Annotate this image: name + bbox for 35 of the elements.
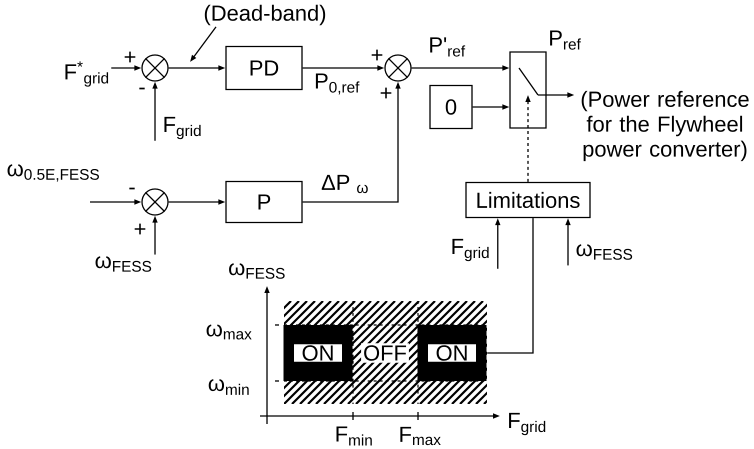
signal-label: P$_{ref}$: [550, 30, 581, 50]
axis-label: F$_{max}$: [400, 426, 441, 446]
edge-label: P'$_{ref}$: [427, 36, 467, 58]
sign-label: -: [129, 188, 135, 190]
signal-text: F$_{grid}$: [164, 116, 201, 140]
block-box: P: [225, 180, 303, 224]
summing-junction: [141, 54, 169, 82]
sign-label: +: [380, 88, 392, 98]
sign-label: +: [372, 50, 382, 60]
axis-label: F$_{grid}$: [509, 412, 546, 436]
sign-label: +: [124, 52, 136, 62]
sign-label: +: [134, 224, 146, 234]
signal-text: F$^{*}$grid: [65, 61, 108, 87]
signal-text: ω$_{FESS}$: [96, 256, 152, 272]
signal-text: ω$_{0.5E,FESS}$: [8, 164, 99, 182]
signal-text: ω$_{FESS}$: [576, 244, 632, 260]
block-box: PD: [225, 46, 303, 90]
block-box: Limitations: [465, 182, 591, 218]
signal-text: (Power reference for the Flywheel power converter): [582, 90, 749, 162]
axis-label: F$_{min}$: [336, 426, 372, 446]
summing-junction: [384, 54, 412, 82]
edge-label: P$_{0,ref}$: [313, 72, 361, 96]
axis-label: ω$_{FESS}$: [229, 263, 285, 279]
summing-junction: [141, 188, 169, 216]
on-region: ON: [284, 325, 352, 381]
on-region: ON: [418, 325, 486, 381]
block-box: 0: [429, 84, 473, 130]
edge-label: ΔP $_{ω}$: [320, 174, 370, 194]
axis-label: ω$_{max}$: [206, 324, 252, 340]
signal-text: (Dead-band): [204, 4, 326, 26]
signal-text: F$_{grid}$: [452, 238, 489, 262]
axis-label: ω$_{min}$: [208, 379, 249, 395]
off-region: OFF: [361, 343, 409, 363]
sign-label: -: [139, 88, 145, 90]
switch-box: [509, 51, 547, 129]
